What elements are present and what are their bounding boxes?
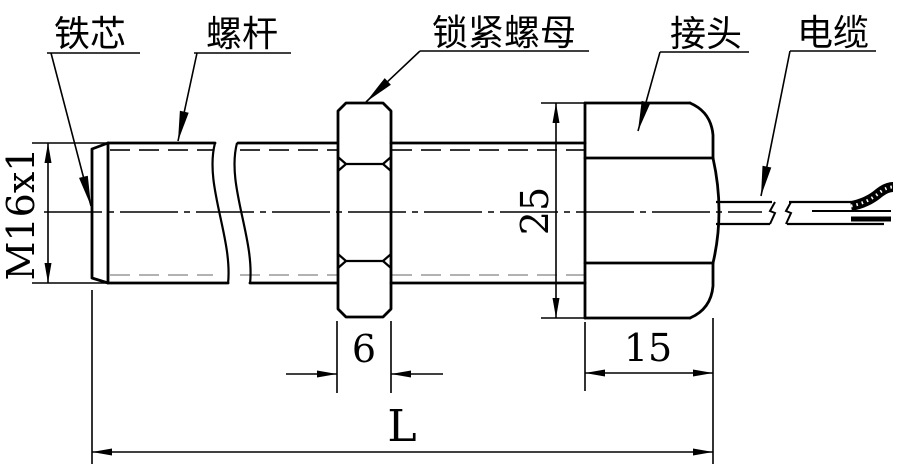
dimension-nut-width: 6: [286, 321, 443, 393]
hex-connector: [583, 101, 721, 320]
screw-label-text: 螺杆: [206, 14, 278, 55]
connector-label-text: 接头: [670, 14, 742, 55]
cable-sheath: [849, 182, 894, 211]
overall-length-text: L: [387, 401, 416, 452]
iron-core-tip: [90, 141, 110, 285]
lock-nut-label-text: 锁紧螺母: [432, 13, 576, 54]
break-symbol: [211, 142, 252, 285]
nut-width-text: 6: [352, 327, 376, 371]
dimension-hex-across: 25: [513, 102, 585, 319]
label-cable: 电缆: [760, 13, 876, 197]
thread-spec-text: M16x1: [0, 148, 43, 281]
label-lock-nut: 锁紧螺母: [365, 13, 589, 103]
label-core: 铁芯: [47, 14, 140, 207]
hex-across-text: 25: [513, 187, 557, 235]
cable-wires: [812, 210, 891, 222]
lock-nut: [336, 101, 393, 319]
dimension-connector-width: 15: [584, 318, 714, 464]
label-screw: 螺杆: [177, 14, 291, 142]
screw-rod: [106, 141, 587, 285]
label-connector: 接头: [637, 14, 749, 132]
dimension-overall-length: L: [91, 290, 713, 464]
cable-label-text: 电缆: [797, 13, 869, 54]
connector-width-text: 15: [624, 326, 672, 370]
core-label-text: 铁芯: [54, 14, 126, 55]
cable: [716, 182, 894, 226]
dimension-thread-spec: M16x1: [0, 142, 108, 284]
